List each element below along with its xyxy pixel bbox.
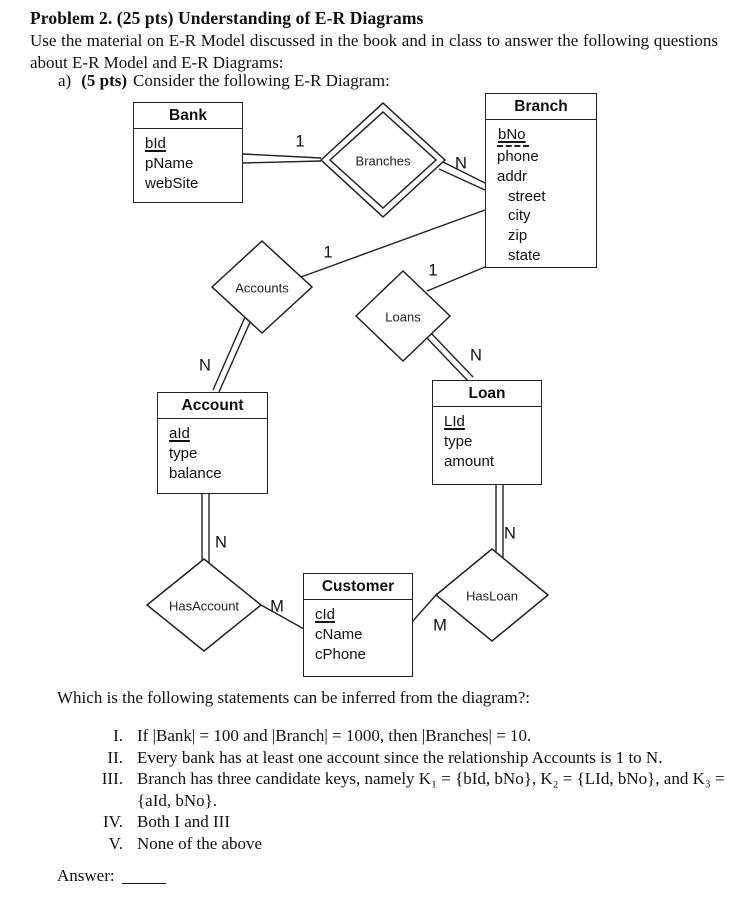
option-ii-text: Every bank has at least one account sinc… <box>137 747 663 767</box>
page-title: Problem 2. (25 pts) Understanding of E-R… <box>30 8 424 28</box>
attribute-phone: phone <box>497 148 539 165</box>
cardinality-hasloan-customer: M <box>433 616 447 635</box>
edge-loans-loan-2 <box>424 335 469 382</box>
cardinality-bank-branches: 1 <box>295 132 305 151</box>
relationship-hasaccount-label: HasAccount <box>168 598 240 614</box>
entity-customer: Customer cId cName cPhone <box>303 573 413 677</box>
options-list: I. If |Bank| = 100 and |Branch| = 1000, … <box>30 725 730 855</box>
attribute-aid: aId <box>169 425 190 442</box>
edge-branches-branch-2 <box>438 168 486 191</box>
answer-row: Answer: <box>57 866 166 886</box>
item-a-points: (5 pts) <box>81 71 128 90</box>
cardinality-loan-hasloan: N <box>504 524 516 543</box>
option-i-numeral: I. <box>113 726 123 745</box>
answer-blank <box>121 869 166 884</box>
cardinality-accounts-account: N <box>199 356 211 375</box>
cardinality-hasaccount-customer: M <box>270 597 284 616</box>
option-i-text: If |Bank| = 100 and |Branch| = 1000, the… <box>137 726 532 745</box>
hasaccount-diamond <box>145 558 263 652</box>
item-a-prefix: a) <box>58 71 72 90</box>
relationship-accounts-label: Accounts <box>235 280 289 296</box>
entity-account-title: Account <box>158 393 267 419</box>
entity-customer-title: Customer <box>304 574 412 600</box>
attribute-bno: bNo <box>497 125 596 147</box>
cardinality-account-hasaccount: N <box>215 533 227 552</box>
option-iii: III. Branch has three candidate keys, na… <box>30 768 730 811</box>
attribute-cname: cName <box>315 625 363 643</box>
answer-label: Answer: <box>57 866 115 885</box>
entity-branch: Branch bNo phone addr street city zip st… <box>485 93 597 268</box>
attribute-loan-type: type <box>444 432 473 450</box>
attribute-bid: bId <box>145 135 166 152</box>
entity-loan-title: Loan <box>433 381 541 407</box>
edge-hasaccount-customer <box>260 604 305 630</box>
cardinality-loans-branch: 1 <box>428 261 438 280</box>
edge-bank-branches-2 <box>242 160 322 164</box>
attribute-cid: cId <box>315 606 336 623</box>
entity-branch-title: Branch <box>486 94 596 120</box>
attribute-balance: balance <box>169 464 222 482</box>
option-v: V. None of the above <box>30 833 730 855</box>
option-iii-numeral: III. <box>101 769 123 789</box>
option-v-text: None of the above <box>137 833 263 853</box>
entity-account: Account aId type balance <box>157 392 268 494</box>
cardinality-accounts-branch: 1 <box>323 243 333 262</box>
loans-diamond <box>354 269 452 363</box>
option-v-numeral: V. <box>108 833 123 853</box>
option-iv-text: Both I and III <box>137 812 231 832</box>
branches-diamond-inner <box>328 110 438 210</box>
option-ii: II. Every bank has at least one account … <box>30 747 730 769</box>
attribute-amount: amount <box>444 452 495 470</box>
edge-branches-branch-1 <box>442 161 486 184</box>
attribute-city: city <box>508 207 531 225</box>
question-prompt: Which is the following statements can be… <box>57 688 531 707</box>
option-iii-text: Branch has three candidate keys, namely … <box>137 769 725 810</box>
entity-loan: Loan LId type amount <box>432 380 542 485</box>
branches-diamond-outer <box>319 101 447 219</box>
edge-accounts-branch <box>300 209 486 278</box>
hasloan-diamond <box>434 548 550 642</box>
edge-loans-branch <box>426 266 486 292</box>
edge-accounts-account-2 <box>218 319 252 393</box>
edge-accounts-account-1 <box>212 316 246 391</box>
attribute-zip: zip <box>508 227 528 245</box>
attribute-account-type: type <box>169 444 198 462</box>
item-a-text: Consider the following E-R Diagram: <box>133 71 390 90</box>
attribute-street: street <box>508 187 546 205</box>
attribute-lid: LId <box>444 413 465 430</box>
option-iv: IV. Both I and III <box>30 811 730 833</box>
relationship-hasloan-label: HasLoan <box>465 588 519 604</box>
attribute-website: webSite <box>145 174 199 192</box>
relationship-branches-label: Branches <box>355 153 411 169</box>
sub-item-a: a) (5 pts) Consider the following E-R Diag… <box>58 71 390 91</box>
attribute-addr: addr <box>497 167 528 185</box>
option-ii-numeral: II. <box>107 747 123 767</box>
attribute-cphone: cPhone <box>315 645 366 663</box>
cardinality-branches-branch: N <box>455 154 467 173</box>
entity-bank: Bank bId pName webSite <box>133 102 243 203</box>
edge-bank-branches-1 <box>242 153 322 159</box>
entity-bank-title: Bank <box>134 103 242 129</box>
edge-hasloan-customer <box>411 594 437 623</box>
attribute-pname: pName <box>145 154 194 172</box>
accounts-diamond <box>210 239 314 335</box>
attribute-state: state <box>508 246 541 264</box>
edge-loans-loan-1 <box>429 331 474 378</box>
intro-paragraph: Use the material on E-R Model discussed … <box>30 31 718 72</box>
option-iv-numeral: IV. <box>103 812 123 832</box>
relationship-loans-label: Loans <box>385 309 421 325</box>
option-i: I. If |Bank| = 100 and |Branch| = 1000, … <box>30 725 730 747</box>
cardinality-loans-loan: N <box>470 346 482 365</box>
